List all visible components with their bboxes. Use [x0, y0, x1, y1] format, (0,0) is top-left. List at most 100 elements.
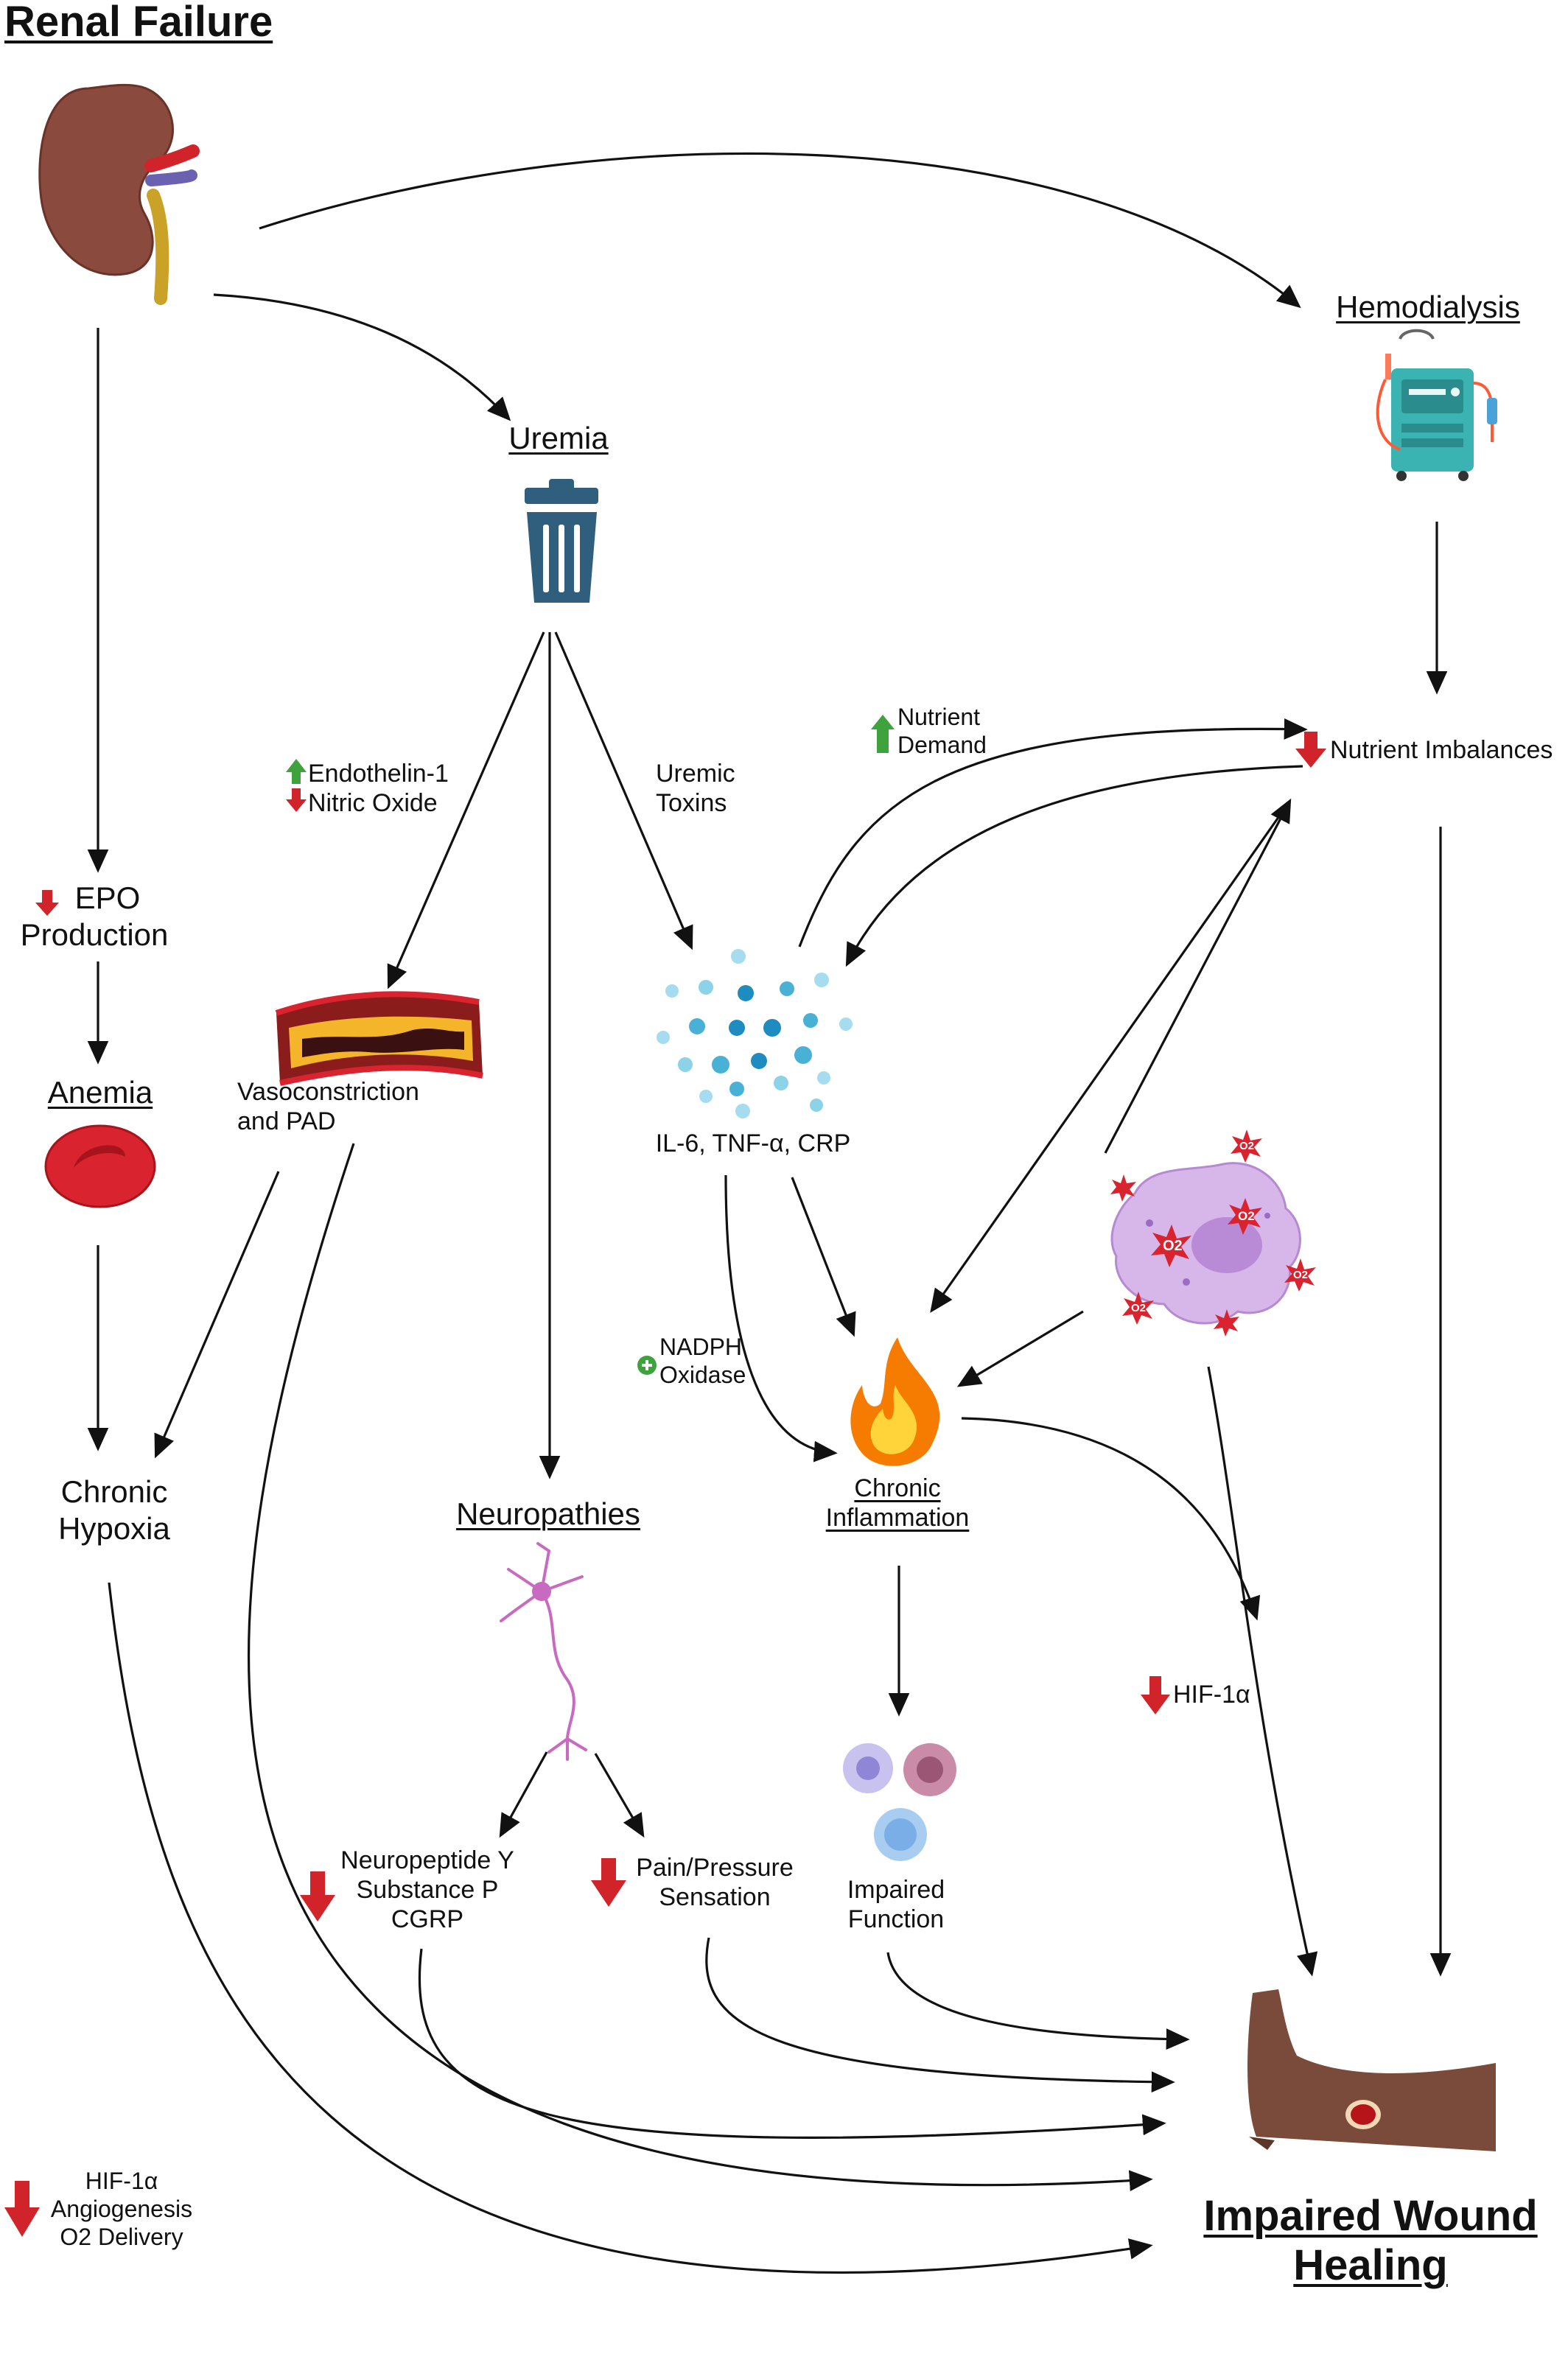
- cgrp: CGRP: [391, 1905, 464, 1934]
- nutrient-demand-label: Nutrient Demand: [897, 704, 987, 760]
- epo-production-label: EPO Production: [21, 880, 169, 953]
- vaso-line2: and PAD: [237, 1107, 336, 1136]
- nadph-oxidase-label: NADPH Oxidase: [659, 1334, 746, 1390]
- arrow-ros-to-wound: [1207, 1366, 1318, 1977]
- pain-line1: Pain/Pressure: [636, 1854, 794, 1882]
- neuron-soma: [532, 1582, 551, 1601]
- blood-vessel-plaque-icon: [275, 991, 483, 1086]
- red-blood-cell-icon: [44, 1124, 156, 1208]
- outcome-line2: Healing: [1293, 2241, 1448, 2289]
- anemia-label: Anemia: [47, 1075, 153, 1110]
- uremic-toxins-line2: Toxins: [656, 789, 727, 818]
- hypoxia-line2: Hypoxia: [58, 1510, 170, 1546]
- ros-star-icons: [1110, 1129, 1316, 1337]
- neuropeptides-label: Neuropeptide Y Substance P CGRP: [340, 1846, 514, 1934]
- down-arrow-icons: [4, 732, 1326, 2237]
- down-arrow-nutrient-imbalances: [1295, 732, 1326, 768]
- neuron-icon: [500, 1542, 587, 1761]
- up-arrow-icons: [286, 715, 895, 784]
- ros-o2-label-3: O2: [1239, 1140, 1255, 1152]
- ros-o2-label-2: O2: [1238, 1209, 1255, 1223]
- uremia-label: Uremia: [508, 421, 609, 455]
- nutrient-demand-line1: Nutrient: [897, 704, 981, 730]
- epo-label-line1: EPO: [74, 880, 141, 915]
- diagram-title: Renal Failure: [4, 0, 273, 46]
- nutrient-imbalances-label: Nutrient Imbalances: [1330, 736, 1553, 764]
- cytokines-label: IL-6, TNF-α, CRP: [655, 1129, 851, 1157]
- substance-p: Substance P: [356, 1876, 499, 1905]
- up-arrow-endothelin: [286, 759, 307, 784]
- hif-bottom-label: HIF-1α Angiogenesis O2 Delivery: [51, 2168, 192, 2251]
- arrow-vaso-to-hypoxia: [154, 1171, 280, 1459]
- hypoxia-line1: Chronic: [60, 1474, 168, 1509]
- endothelin-label: Endothelin-1: [308, 760, 449, 788]
- nadph-line2: Oxidase: [659, 1361, 746, 1388]
- vaso-line1: Vasoconstriction: [237, 1078, 419, 1106]
- hemodialysis-label: Hemodialysis: [1336, 290, 1520, 324]
- arrow-kidney-to-uremia: [213, 293, 511, 421]
- impaired-wound-healing-label: Impaired Wound Healing: [1203, 2192, 1537, 2290]
- impaired-function-line2: Function: [847, 1905, 945, 1934]
- ros-o2-label-1: O2: [1163, 1238, 1183, 1254]
- vasoconstriction-label: Vasoconstriction and PAD: [237, 1077, 419, 1136]
- down-arrow-neuropeptides: [300, 1871, 335, 1922]
- arrow-uremia-to-cytokines: [554, 631, 693, 950]
- arrow-neuropeptides-to-wound: [418, 1948, 1166, 2140]
- nitric-oxide-label: Nitric Oxide: [308, 789, 438, 817]
- uremic-toxins-label: Uremic Toxins: [656, 759, 735, 818]
- nutrient-demand-line2: Demand: [897, 731, 987, 758]
- impaired-function-label: Impaired Function: [847, 1875, 945, 1934]
- dialysis-machine-icon: [1376, 329, 1497, 481]
- arrow-nutrient-to-cytokines: [845, 765, 1303, 967]
- nadph-line1: NADPH: [659, 1334, 743, 1360]
- outcome-line1: Impaired Wound: [1203, 2192, 1538, 2240]
- down-arrow-hif-mid: [1141, 1676, 1170, 1714]
- ros-o2-label-5: O2: [1131, 1302, 1147, 1314]
- arrow-cytokines-to-inflammation: [791, 1177, 856, 1337]
- ros-o2-label-4: O2: [1293, 1269, 1309, 1281]
- inflammation-line2: Inflammation: [825, 1504, 970, 1532]
- down-arrow-nitric-oxide: [286, 788, 307, 812]
- kidney-icon: [38, 83, 200, 305]
- arrow-nutrient-to-inflammation: [930, 801, 1291, 1313]
- arrow-vaso-to-wound: [248, 1143, 1153, 2192]
- impaired-function-line1: Impaired: [847, 1876, 945, 1904]
- chronic-hypoxia-label: Chronic Hypoxia: [58, 1474, 170, 1546]
- up-arrow-nutrient-demand: [871, 715, 895, 753]
- down-arrow-pain: [591, 1858, 626, 1907]
- inflammation-line1: Chronic: [854, 1474, 941, 1502]
- arrow-kidney-to-hemodialysis: [259, 152, 1301, 309]
- leg-wound-icon: [1247, 1989, 1496, 2151]
- fire-icon: [850, 1337, 940, 1466]
- arrow-inflammation-to-wound: [961, 1417, 1261, 1621]
- arrow-hypoxia-to-wound: [108, 1582, 1153, 2274]
- neuropathies-label: Neuropathies: [456, 1496, 640, 1531]
- arrow-cells-to-wound: [886, 1952, 1190, 2050]
- chronic-inflammation-label: Chronic Inflammation: [826, 1474, 970, 1532]
- pain-pressure-label: Pain/Pressure Sensation: [636, 1853, 794, 1912]
- macrophage-ros-icon: [1110, 1162, 1301, 1325]
- down-arrow-epo: [35, 890, 59, 916]
- hif-bottom-line3: O2 Delivery: [60, 2223, 183, 2250]
- arrow-pain-to-wound: [705, 1937, 1175, 2093]
- arrow-inflammation-to-nutrient: [1104, 798, 1292, 1154]
- epo-label-line2: Production: [20, 917, 169, 952]
- trash-icon: [525, 479, 598, 603]
- hif-bottom-line2: Angiogenesis: [50, 2195, 193, 2222]
- arrow-uremia-to-vasoconstriction: [387, 631, 545, 989]
- plus-circle-icon: [637, 1356, 657, 1375]
- arrow-cytokines-nadph-to-inflammation: [724, 1174, 838, 1463]
- down-arrow-hif-bottom: [4, 2181, 40, 2237]
- pain-line2: Sensation: [659, 1883, 771, 1912]
- arrow-cytokines-to-nutrient: [798, 718, 1308, 947]
- arrow-neuro-to-neuropeptides: [499, 1751, 548, 1838]
- immune-cells-icon: [843, 1743, 956, 1861]
- arrow-neuro-to-pain: [594, 1753, 645, 1838]
- cytokine-particles-icon: [657, 949, 853, 1118]
- hif-bottom-line1: HIF-1α: [85, 2168, 158, 2194]
- arrow-ros-to-inflammation: [956, 1310, 1084, 1387]
- hif-mid-label: HIF-1α: [1173, 1681, 1250, 1709]
- uremic-toxins-line1: Uremic: [656, 760, 735, 788]
